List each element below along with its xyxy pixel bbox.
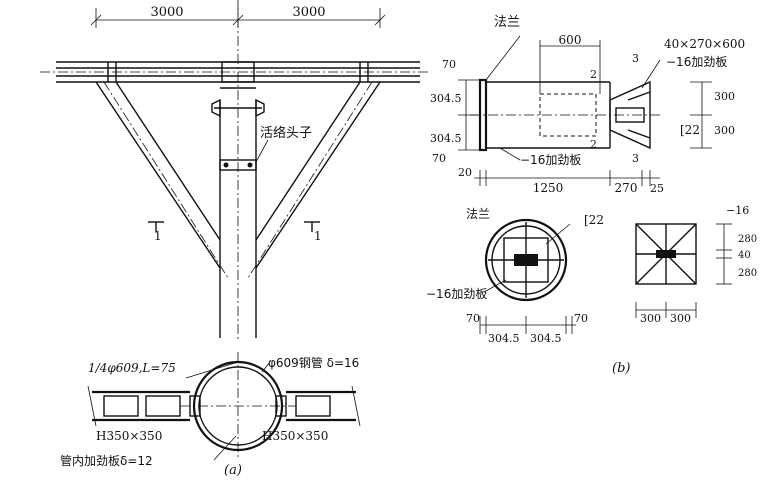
section-stiffener: −16加劲板 [426, 287, 487, 301]
sec-dim-0: 70 [466, 312, 480, 325]
joint-label: 活络头子 [260, 125, 312, 141]
circular-section: 法兰 [22 −16加劲板 70 304.5 304.5 70 [426, 207, 604, 345]
right-dim-1: 40 [738, 250, 751, 261]
right-bottom-dim-0: 300 [640, 312, 661, 325]
elevation-view: 法兰 600 40×270×600 −16加劲板 300 300 [22 −16… [430, 15, 745, 195]
bottom-dim-1: 1250 [533, 181, 564, 195]
plate-note: 40×270×600 [664, 37, 745, 51]
left-dim-2: 304.5 [430, 132, 462, 145]
section-channel: [22 [584, 213, 604, 227]
dim-300-lower: 300 [714, 124, 735, 137]
right-top: −16 [726, 204, 749, 217]
section-marks: 1 1 [148, 221, 322, 243]
beam-left-label: H350×350 [96, 429, 162, 443]
left-dim-1: 304.5 [430, 92, 462, 105]
stiffener-bottom: −16加劲板 [520, 153, 581, 167]
panel-a: 3000 3000 [40, 0, 430, 478]
beam-right-label: H350×350 [262, 429, 328, 443]
mark-3-bottom: 3 [632, 152, 639, 165]
joint-callout: 活络头子 [255, 125, 312, 163]
pipe-note: φ609钢管 δ=16 [268, 355, 359, 370]
bottom-dim-0: 20 [458, 166, 472, 179]
dim-300-upper: 300 [714, 90, 735, 103]
sec-dim-3: 70 [574, 312, 588, 325]
stiffener-note: 管内加劲板δ=12 [60, 453, 153, 468]
stiffener-top: −16加劲板 [666, 55, 727, 69]
right-dim-2: 280 [738, 268, 757, 279]
dim-left-label: 3000 [150, 5, 183, 20]
waler-beam [40, 61, 430, 83]
lower-left-note: 1/4φ609,L=75 [88, 361, 176, 375]
sec-dim-2: 304.5 [530, 332, 562, 345]
sec-dim-1: 304.5 [488, 332, 520, 345]
right-bottom-dim-1: 300 [670, 312, 691, 325]
mark-2-top: 2 [590, 68, 597, 81]
bottom-dim-3: 25 [650, 182, 664, 195]
panel-b: 法兰 600 40×270×600 −16加劲板 300 300 [22 −16… [426, 15, 757, 376]
channel-22: [22 [680, 123, 700, 137]
right-dim-0: 280 [738, 234, 757, 245]
pipe-section: 1/4φ609,L=75 φ609钢管 δ=16 H350×350 H350×3… [60, 352, 361, 478]
dim-right-label: 3000 [292, 5, 325, 20]
left-dim-3: 70 [432, 152, 446, 165]
dim-600: 600 [559, 33, 582, 47]
mark-3-top: 3 [632, 52, 639, 65]
bottom-dim-2: 270 [615, 181, 638, 195]
flange-label: 法兰 [494, 15, 520, 30]
mark-2-bottom: 2 [590, 138, 597, 151]
diagonal-braces [95, 81, 381, 279]
section-mark-left: 1 [154, 229, 162, 243]
caption-a: (a) [224, 463, 242, 478]
vertical-strut [211, 0, 265, 342]
plate-view: −16 280 40 280 300 300 [635, 204, 757, 325]
section-mark-right: 1 [314, 229, 322, 243]
caption-b: (b) [612, 361, 630, 376]
section-flange-label: 法兰 [466, 207, 490, 221]
left-dim-0: 70 [442, 58, 456, 71]
